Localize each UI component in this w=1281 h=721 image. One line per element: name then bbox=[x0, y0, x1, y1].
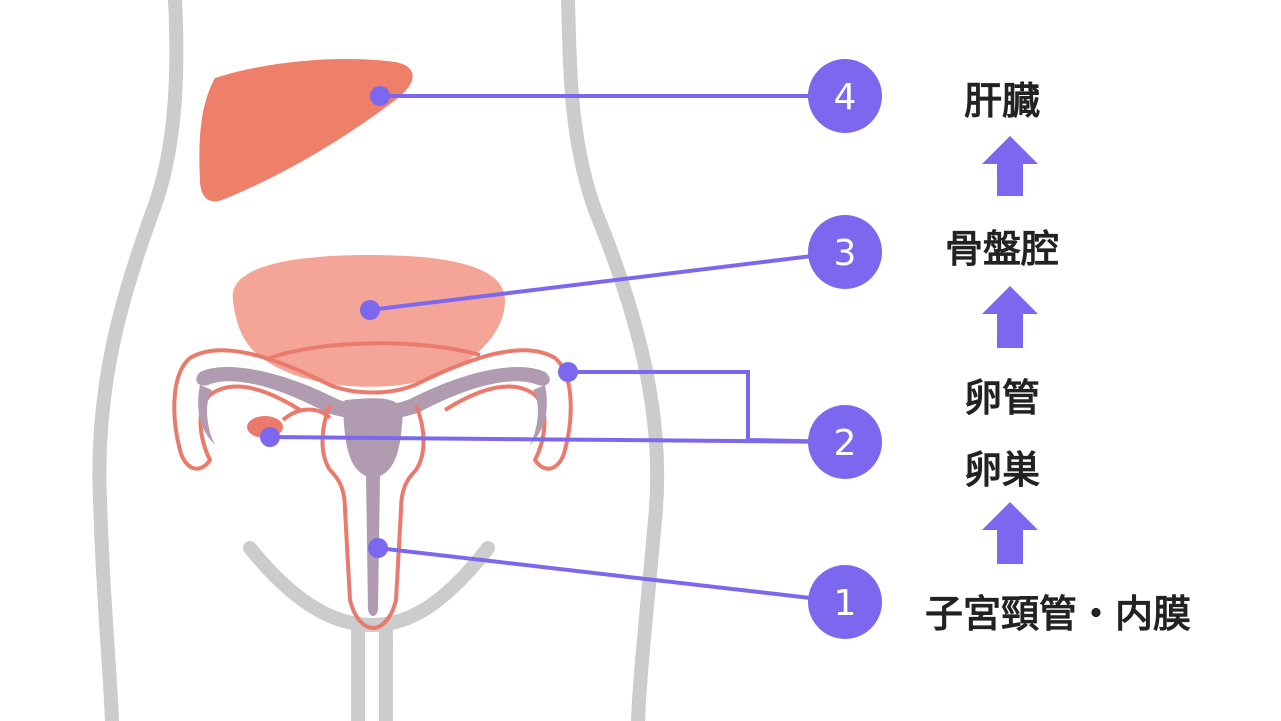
label-cervix-endometrium: 子宮頸管・内膜 bbox=[925, 592, 1191, 636]
body-left-contour bbox=[92, 0, 184, 721]
label-pelvic-cavity: 骨盤腔 bbox=[945, 227, 1059, 271]
pointer-line-ovary bbox=[269, 435, 846, 444]
pointer-line-cervix bbox=[377, 546, 846, 604]
badge-circle bbox=[808, 565, 882, 639]
pointer-line-pelvic-cavity bbox=[369, 250, 846, 312]
pointer-dot-fallopian-tube bbox=[558, 362, 578, 382]
badge-circle bbox=[808, 405, 882, 479]
badge-number: 1 bbox=[834, 583, 857, 624]
badge-1: 1 bbox=[808, 565, 882, 639]
label-liver: 肝臓 bbox=[964, 79, 1040, 123]
body-right-contour bbox=[561, 0, 665, 721]
label-ovary: 卵巣 bbox=[964, 448, 1040, 492]
pointer-dot-ovary bbox=[260, 427, 280, 447]
arrow-up-icon bbox=[982, 136, 1038, 196]
arrow-up-icon bbox=[982, 502, 1038, 564]
arrow-up-icon bbox=[982, 286, 1038, 348]
pointer-dot-pelvic-cavity bbox=[360, 300, 380, 320]
liver bbox=[199, 58, 413, 202]
pointer-line-fallopian-tube bbox=[568, 370, 846, 444]
fallopian-tube bbox=[196, 367, 550, 420]
pointer-dot-cervix bbox=[368, 538, 388, 558]
badge-number: 2 bbox=[834, 423, 857, 464]
reproductive-organs bbox=[172, 348, 573, 630]
badge-number: 4 bbox=[834, 77, 857, 118]
arrow-up-icon bbox=[982, 136, 1038, 196]
groin-curve bbox=[243, 541, 495, 633]
fimbria-right bbox=[530, 385, 547, 445]
arrow-up-icon bbox=[982, 502, 1038, 564]
badge-circle bbox=[808, 215, 882, 289]
badge-2: 2 bbox=[808, 405, 882, 479]
pelvic-cavity-rim bbox=[269, 341, 481, 360]
pointer-lines bbox=[269, 94, 846, 604]
badge-number: 3 bbox=[834, 233, 857, 274]
fimbria-left bbox=[198, 385, 215, 445]
badge-3: 3 bbox=[808, 215, 882, 289]
fallopian-tube-outline bbox=[172, 348, 573, 471]
badge-circle bbox=[808, 59, 882, 133]
arrow-up-icon bbox=[982, 286, 1038, 348]
uterus-outline bbox=[320, 404, 426, 630]
label-fallopian-tube: 卵管 bbox=[964, 376, 1040, 420]
body-silhouette bbox=[92, 0, 665, 721]
pointer-dots bbox=[260, 86, 578, 558]
ovarian-ligament bbox=[281, 407, 332, 422]
pointer-dot-liver bbox=[370, 86, 390, 106]
pelvic-cavity bbox=[232, 255, 505, 387]
badge-4: 4 bbox=[808, 59, 882, 133]
